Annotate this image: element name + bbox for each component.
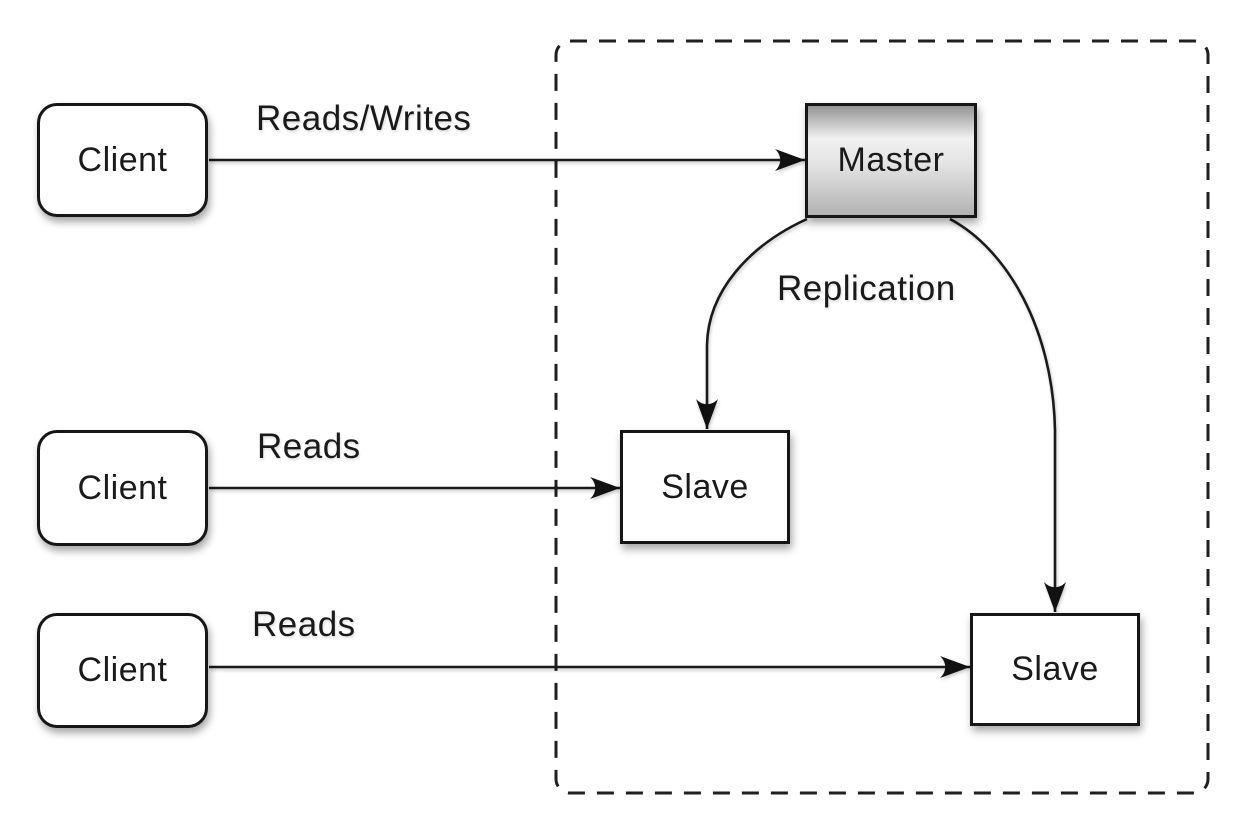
node-client-1-label: Client: [77, 140, 168, 179]
edge-master-to-slave2: [949, 217, 1066, 612]
node-slave-1: Slave: [620, 430, 790, 544]
node-slave-1-label: Slave: [661, 467, 749, 506]
node-client-1: Client: [37, 103, 208, 217]
node-client-3-label: Client: [77, 651, 168, 689]
edge-master-to-slave1: [696, 217, 808, 429]
node-slave-2-label: Slave: [1011, 650, 1099, 688]
node-master-label: Master: [837, 141, 945, 179]
edge-label-replication: Replication: [777, 269, 956, 308]
edge-label-reads-bottom: Reads: [252, 605, 356, 644]
edge-label-reads-mid: Reads: [257, 427, 361, 466]
node-client-2-label: Client: [77, 468, 168, 507]
edge-label-reads-writes: Reads/Writes: [256, 99, 472, 138]
node-master: Master: [805, 103, 977, 218]
node-client-3: Client: [37, 613, 208, 728]
node-slave-2: Slave: [970, 613, 1140, 726]
node-client-2: Client: [37, 430, 208, 546]
